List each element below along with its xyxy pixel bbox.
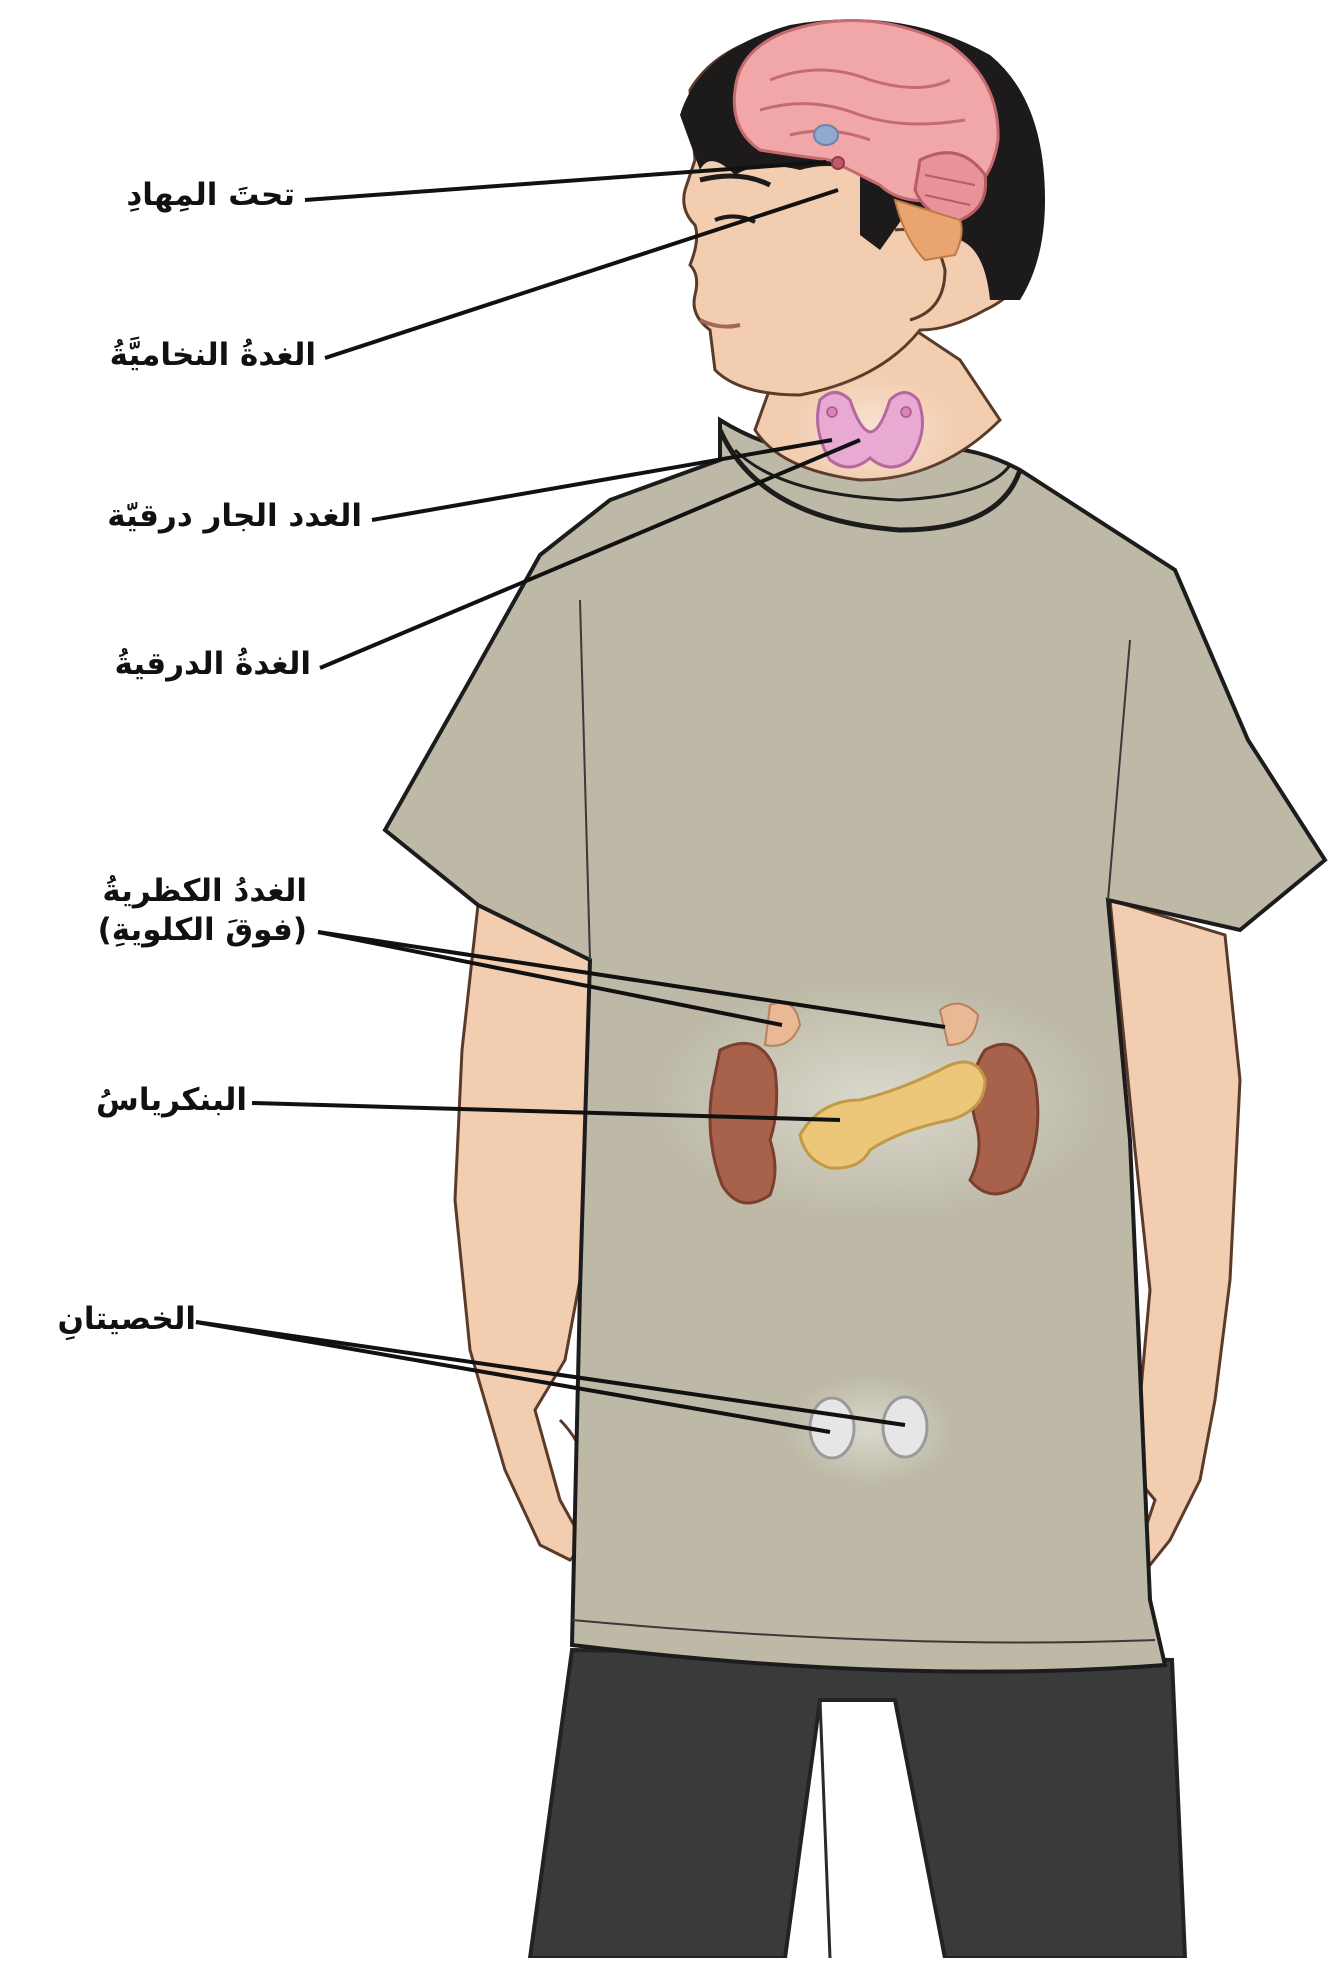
- pants: [530, 1650, 1185, 1958]
- label-adrenal: الغددُ الكظريةُ (فوقَ الكلويةِ): [98, 872, 307, 950]
- label-testes: الخصيتانِ: [57, 1300, 196, 1339]
- label-parathyroid: الغدد الجار درقيّة: [107, 497, 362, 536]
- left-arm: [455, 905, 595, 1560]
- label-adrenal-line2: (فوقَ الكلويةِ): [98, 911, 307, 950]
- thyroid-gland: [790, 375, 960, 485]
- label-pancreas: البنكرياسُ: [96, 1081, 247, 1120]
- label-thyroid: الغدةُ الدرقيةُ: [114, 645, 311, 684]
- label-pituitary: الغدةُ النخاميَّةُ: [110, 336, 316, 375]
- label-adrenal-line1: الغددُ الكظريةُ: [98, 872, 307, 911]
- label-hypothalamus: تحتَ المِهادِ: [126, 176, 295, 215]
